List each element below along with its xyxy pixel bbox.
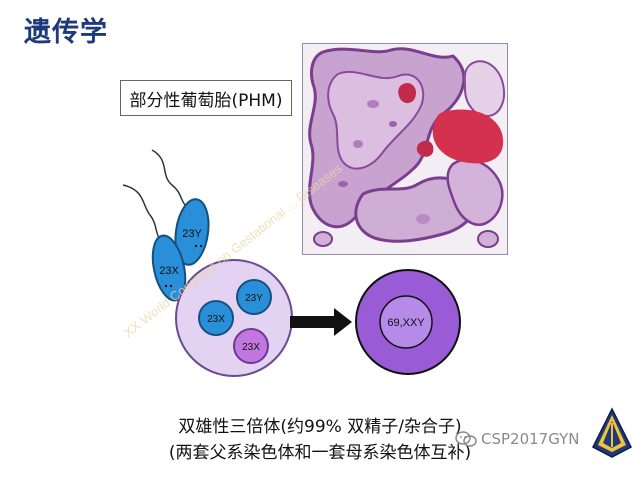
society-logo-icon: [592, 407, 632, 458]
oocyte-nucleus-23x-blue: [198, 300, 234, 336]
sperm-bottom-label: 23X: [159, 265, 179, 277]
oocyte-nucleus-2-label: 23X: [207, 314, 225, 325]
oocyte-nucleus-23y: [236, 279, 272, 315]
zygote-label: 69,XXY: [387, 317, 425, 329]
wechat-icon: [455, 431, 477, 447]
histology-image: [302, 43, 508, 255]
histology-micrograph: [303, 44, 507, 254]
oocyte-nucleus-1-label: 23Y: [245, 293, 263, 304]
phm-label-box: 部分性葡萄胎(PHM): [120, 80, 292, 116]
zygote-cell: 69,XXY: [355, 269, 461, 375]
sperm-tail-bottom: [122, 184, 161, 241]
sperm-top-label: 23Y: [182, 228, 202, 240]
watermark-text: CSP2017GYN: [481, 430, 580, 448]
oocyte-nucleus-23x-purple: [233, 328, 269, 364]
oocyte-nucleus-3-label: 23X: [242, 342, 260, 353]
caption-line-1: 双雄性三倍体(约99% 双精子/杂合子): [178, 417, 462, 437]
phm-label: 部分性葡萄胎(PHM): [129, 90, 283, 111]
sperm-head-bottom: 23X: [151, 234, 187, 302]
oocyte-cell: 23Y 23X 23X: [175, 259, 293, 377]
arrow-right-icon: [290, 308, 352, 336]
wechat-watermark: CSP2017GYN: [455, 430, 579, 448]
sperm-head-top: 23Y: [174, 198, 210, 266]
caption-line-2: (两套父系染色体和一套母系染色体互补): [168, 443, 472, 463]
slide-title: 遗传学: [24, 17, 108, 48]
sperm-tail-top: [151, 149, 187, 207]
zygote-nucleus: [379, 295, 433, 349]
